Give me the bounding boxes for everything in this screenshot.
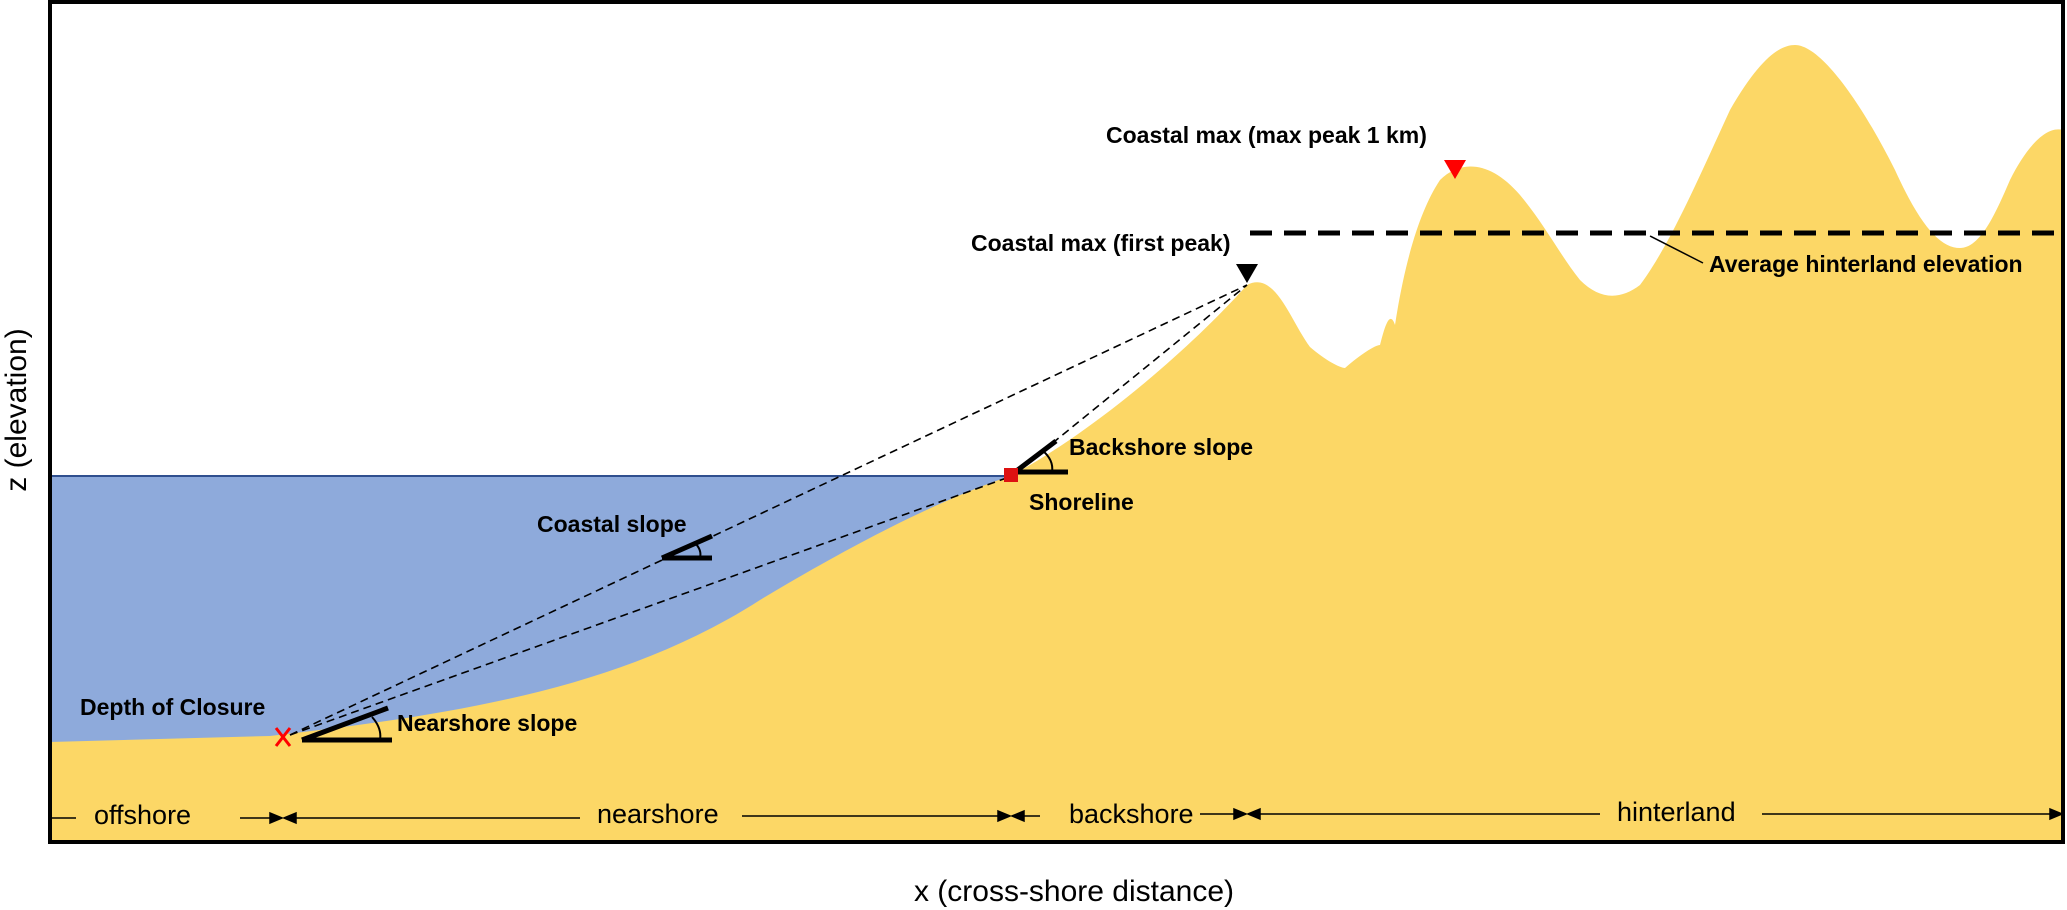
- max-peak-marker: [1444, 160, 1466, 179]
- backshore-slope-label: Backshore slope: [1069, 434, 1253, 460]
- coastal-slope-line: [289, 284, 1248, 736]
- depth-of-closure-marker: [274, 727, 292, 747]
- zone-nearshore-label: nearshore: [597, 799, 719, 829]
- plot-frame: [48, 0, 2065, 844]
- land-profile: [50, 45, 2063, 842]
- zone-hinterland-label: hinterland: [1617, 797, 1736, 827]
- shoreline-marker: [1004, 468, 1018, 482]
- coastal-slope-symbol: [660, 533, 714, 561]
- nearshore-to-shoreline-line: [289, 475, 1013, 736]
- coastal-max-peak-label: Coastal max (max peak 1 km): [1106, 122, 1427, 148]
- shoreline-label: Shoreline: [1029, 489, 1134, 515]
- zone-backshore-label: backshore: [1069, 799, 1194, 829]
- backshore-slope-symbol: [1013, 439, 1068, 475]
- average-hinterland-leader: [1649, 235, 1704, 264]
- zone-arrows: [52, 807, 2064, 825]
- average-hinterland-label: Average hinterland elevation: [1709, 251, 2023, 277]
- coastal-slope-label: Coastal slope: [537, 511, 687, 537]
- backshore-slope-line: [1011, 284, 1248, 477]
- zone-offshore-label: offshore: [94, 800, 191, 830]
- x-axis-title: x (cross-shore distance): [914, 875, 1234, 908]
- depth-of-closure-label: Depth of Closure: [80, 694, 265, 720]
- y-axis-title: z (elevation): [0, 328, 33, 491]
- slope-lines: [289, 284, 1248, 736]
- coastal-max-first-label: Coastal max (first peak): [971, 230, 1230, 256]
- nearshore-slope-symbol: [301, 705, 392, 743]
- first-peak-marker: [1236, 264, 1258, 283]
- nearshore-slope-label: Nearshore slope: [397, 710, 577, 736]
